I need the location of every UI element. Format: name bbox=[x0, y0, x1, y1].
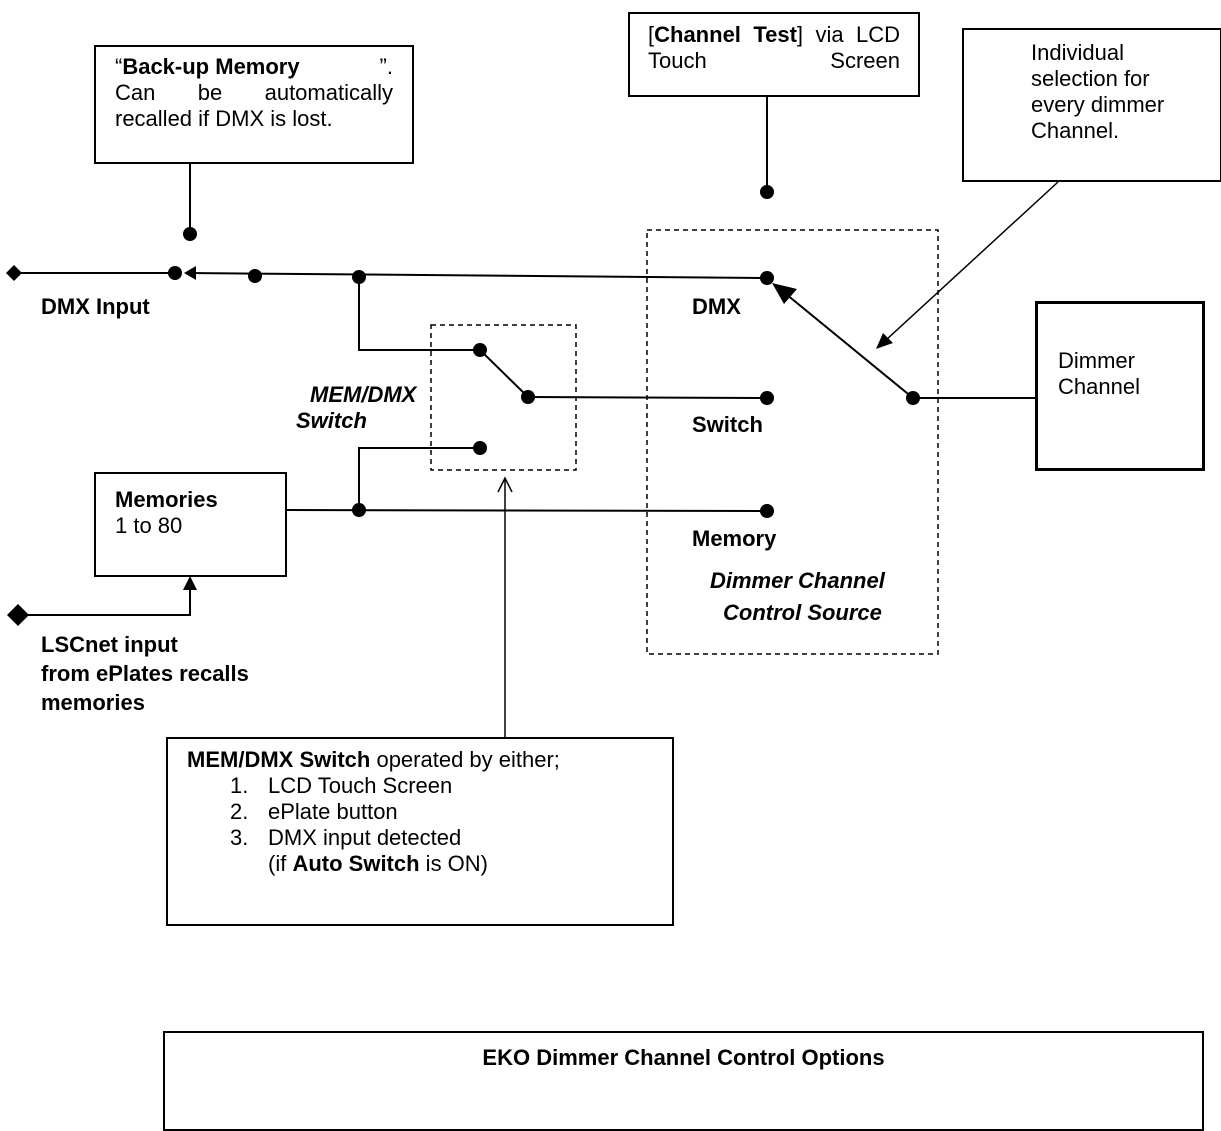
memories-title: Memories bbox=[115, 487, 218, 512]
operation-item-2-text: ePlate button bbox=[268, 799, 398, 824]
memory-source-contact bbox=[760, 504, 774, 518]
dmx-input-terminal bbox=[6, 265, 22, 281]
dmx-bus-arrowhead bbox=[184, 266, 196, 280]
operation-pointer-arrowhead bbox=[497, 476, 513, 493]
individual-selection-arrowhead bbox=[876, 333, 893, 349]
caption-title: EKO Dimmer Channel Control Options bbox=[482, 1045, 885, 1070]
switch-source-contact bbox=[760, 391, 774, 405]
caption-box: EKO Dimmer Channel Control Options bbox=[163, 1031, 1204, 1131]
memory-branch-line bbox=[358, 447, 480, 510]
channel-test-suffix: ] via LCD Touch Screen bbox=[648, 22, 900, 73]
dmx-source-label: DMX bbox=[692, 294, 741, 319]
control-source-enclosure bbox=[646, 229, 939, 655]
dimmer-channel-line2: Channel bbox=[1058, 374, 1140, 399]
dmx-source-contact bbox=[760, 271, 774, 285]
lscnet-arrowhead bbox=[183, 576, 197, 590]
dimmer-channel-box: Dimmer Channel bbox=[1035, 301, 1205, 471]
operation-item-3-text: DMX input detected bbox=[268, 825, 462, 850]
operation-item-1: 1. LCD Touch Screen bbox=[187, 773, 672, 799]
operation-item-3: 3. DMX input detected bbox=[187, 825, 672, 851]
lscnet-label-line2: from ePlates recalls bbox=[41, 661, 249, 686]
backup-memory-box: “Back-up Memory ”. Can be automatically r… bbox=[94, 45, 414, 164]
backup-memory-title: Back-up Memory bbox=[122, 54, 300, 79]
operation-note-prefix: (if bbox=[268, 851, 293, 876]
dimmer-channel-line1: Dimmer bbox=[1058, 348, 1135, 373]
channel-test-text: [Channel Test] via LCD Touch Screen bbox=[648, 22, 900, 74]
selector-lever-arrowhead bbox=[772, 283, 797, 304]
memory-output-line bbox=[285, 509, 768, 512]
backup-switch-node bbox=[168, 266, 182, 280]
channel-test-contact bbox=[760, 185, 774, 199]
backup-memory-contact bbox=[183, 227, 197, 241]
memory-branch-node bbox=[352, 503, 366, 517]
operation-heading: MEM/DMX Switch operated by either; bbox=[187, 747, 672, 773]
operation-note-suffix: is ON) bbox=[419, 851, 489, 876]
channel-test-box: [Channel Test] via LCD Touch Screen bbox=[628, 12, 920, 97]
dmx-input-label: DMX Input bbox=[41, 294, 150, 319]
backup-close-quote: ”. bbox=[379, 54, 393, 79]
lscnet-label-line3: memories bbox=[41, 690, 145, 715]
memdmx-operation-box: MEM/DMX Switch operated by either; 1. LCD… bbox=[166, 737, 674, 926]
dmx-bus-line bbox=[187, 272, 768, 279]
operation-item-1-text: LCD Touch Screen bbox=[268, 773, 453, 798]
selector-lever bbox=[785, 293, 914, 399]
individual-selection-box: Individual selection for every dimmer Ch… bbox=[962, 28, 1221, 182]
lscnet-line bbox=[18, 590, 191, 616]
backup-memory-text: Can be automatically recalled if DMX is … bbox=[115, 80, 393, 131]
operation-item-2: 2. ePlate button bbox=[187, 799, 672, 825]
operation-item-1-number: 1. bbox=[230, 773, 249, 798]
individual-selection-pointer bbox=[885, 181, 1059, 341]
operation-item-2-number: 2. bbox=[230, 799, 249, 824]
operation-note: (if Auto Switch is ON) bbox=[187, 851, 672, 877]
memdmx-switch-label-line1: MEM/DMX bbox=[310, 382, 417, 407]
control-source-label-line1: Dimmer Channel bbox=[710, 568, 885, 593]
individual-selection-text: Individual selection for every dimmer Ch… bbox=[1031, 40, 1165, 143]
operation-title-suffix: operated by either; bbox=[370, 747, 560, 772]
control-source-label-line2: Control Source bbox=[723, 600, 882, 625]
dmx-bus-node bbox=[248, 269, 262, 283]
channel-test-open-bracket: [ bbox=[648, 22, 655, 47]
backup-memory-heading: “Back-up Memory ”. bbox=[115, 54, 393, 80]
control-options-diagram bbox=[6, 97, 1059, 737]
memdmx-switch-label-line2: Switch bbox=[296, 408, 367, 433]
operation-note-bold: Auto Switch bbox=[292, 851, 420, 876]
memory-source-label: Memory bbox=[692, 526, 777, 551]
operation-item-3-number: 3. bbox=[230, 825, 249, 850]
memories-range: 1 to 80 bbox=[115, 513, 183, 538]
lscnet-label: LSCnet input from ePlates recalls memori… bbox=[41, 630, 249, 717]
memories-box: Memories 1 to 80 bbox=[94, 472, 287, 577]
switch-source-label: Switch bbox=[692, 412, 763, 437]
operation-title: MEM/DMX Switch bbox=[187, 747, 371, 772]
memdmx-switch-lever bbox=[479, 349, 529, 398]
dmx-branch-line bbox=[358, 277, 480, 351]
backup-open-quote: “ bbox=[115, 54, 123, 79]
channel-test-title: Channel Test bbox=[654, 22, 797, 47]
lscnet-label-line1: LSCnet input bbox=[41, 632, 178, 657]
